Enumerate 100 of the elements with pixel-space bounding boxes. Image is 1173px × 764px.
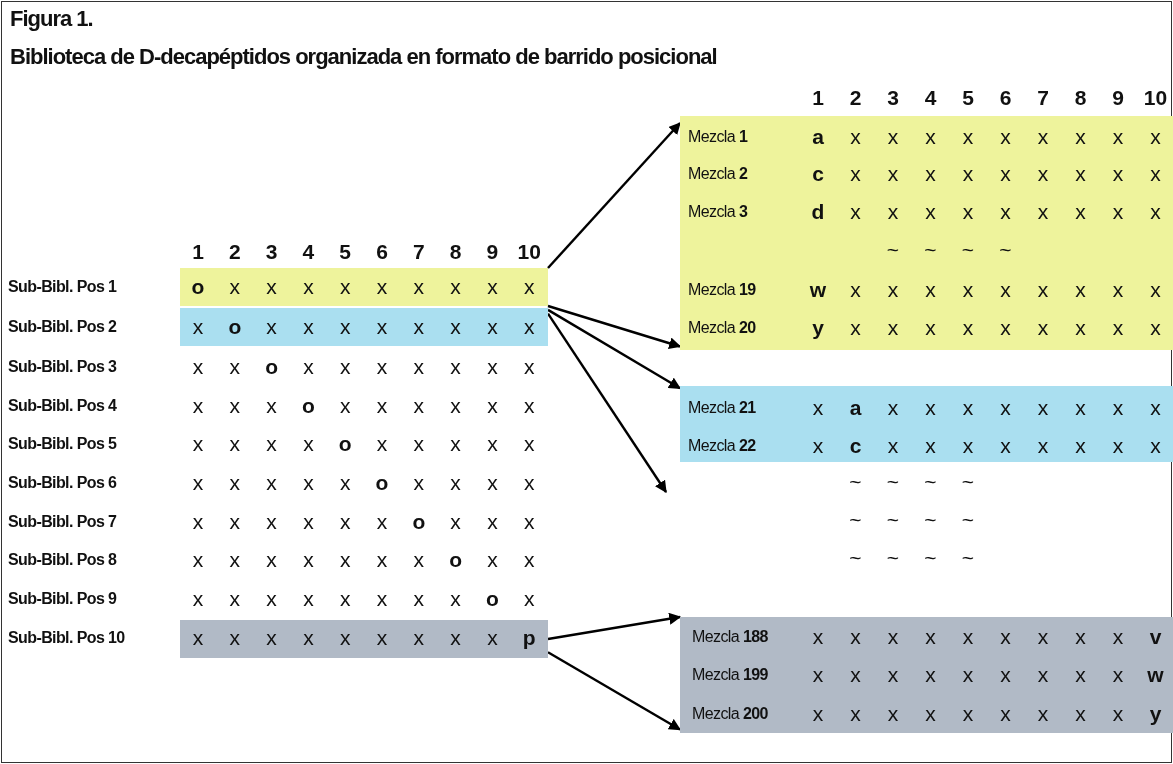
mixture-panel [680,116,1173,350]
residue-code: x [886,277,900,303]
residue-code: x [412,470,426,496]
residue-code: x [449,470,462,496]
residue-code: o [264,354,279,381]
residue-code: x [924,161,937,187]
row-label: Sub-Bibl. Pos 5 [8,434,117,455]
residue-code: x [999,315,1012,341]
residue-code: x [1149,124,1162,150]
residue-code: x [522,274,536,300]
residue-code: x [449,354,462,381]
residue-code: x [1036,199,1050,225]
residue-code: x [375,585,389,612]
residue-code: x [522,314,536,340]
residue-code: x [486,354,499,381]
row-label: Sub-Bibl. Pos 9 [8,588,117,609]
residue-code: x [449,508,462,535]
residue-code: x [375,431,389,458]
column-number: 2 [848,85,863,111]
residue-code: x [961,161,975,187]
ellipsis-mark: ~ [885,545,901,571]
residue-code: x [449,314,462,340]
residue-code: x [1074,624,1087,650]
residue-code: x [265,392,278,419]
mixture-panel [680,386,1173,462]
residue-code: x [522,470,536,496]
residue-code: x [849,701,862,727]
residue-code: x [191,314,205,340]
residue-code: x [338,625,352,651]
residue-code: x [886,199,900,225]
residue-code: x [191,585,205,612]
residue-code: x [849,624,862,650]
ellipsis-mark: ~ [885,237,901,263]
residue-code: v [1148,624,1163,650]
residue-code: x [486,547,499,574]
residue-code: x [1036,662,1050,688]
residue-code: x [412,547,426,574]
ellipsis-mark: ~ [885,507,901,533]
residue-code: x [412,314,426,340]
residue-code: x [999,199,1012,225]
residue-code: x [961,277,975,303]
residue-code: o [337,431,353,458]
residue-code: x [1111,624,1125,650]
ellipsis-mark: ~ [923,469,938,495]
residue-code: x [999,433,1012,459]
residue-code: x [412,354,426,381]
residue-code: x [924,124,937,150]
residue-code: x [375,547,389,574]
ellipsis-mark: ~ [960,507,976,533]
residue-code: y [1148,701,1163,727]
residue-code: x [811,624,825,650]
column-number: 2 [227,239,242,265]
residue-code: x [338,354,352,381]
residue-code: x [1149,395,1162,421]
residue-code: x [1111,277,1125,303]
residue-code: x [886,624,900,650]
residue-code: x [961,395,975,421]
residue-code: x [191,431,205,458]
residue-code: x [449,274,462,300]
residue-code: x [265,431,278,458]
row-label: Mezcla 188 [692,627,768,647]
residue-code: x [849,199,862,225]
ellipsis-mark: ~ [960,545,976,571]
arrow [547,313,667,493]
residue-code: x [486,392,499,419]
residue-code: x [228,354,242,381]
residue-code: x [1036,315,1050,341]
residue-code: x [1074,433,1087,459]
residue-code: x [228,547,242,574]
row-label: Sub-Bibl. Pos 1 [8,277,117,297]
residue-code: x [302,274,315,300]
residue-code: o [374,470,390,496]
row-label: Mezcla 2 [688,164,748,184]
ellipsis-mark: ~ [960,469,976,495]
residue-code: x [265,314,278,340]
residue-code: x [265,585,278,612]
residue-code: x [999,624,1012,650]
residue-code: x [1111,315,1125,341]
ellipsis-mark: ~ [923,507,938,533]
residue-code: o [190,274,206,300]
residue-code: x [924,433,937,459]
residue-code: x [886,315,900,341]
ellipsis-mark: ~ [848,469,863,495]
residue-code: x [265,470,278,496]
row-label: Sub-Bibl. Pos 8 [8,550,117,571]
residue-code: x [1074,662,1087,688]
ellipsis-mark: ~ [848,507,863,533]
residue-code: c [848,433,863,459]
residue-code: x [1149,433,1162,459]
residue-code: x [849,277,862,303]
residue-code: x [522,392,536,419]
column-number: 1 [811,85,825,111]
residue-code: x [228,274,242,300]
residue-code: x [1036,277,1050,303]
ellipsis-mark: ~ [923,237,938,263]
residue-code: x [191,625,205,651]
residue-code: x [191,547,205,574]
residue-code: x [811,395,825,421]
column-number: 7 [1036,85,1050,111]
residue-code: x [486,274,499,300]
